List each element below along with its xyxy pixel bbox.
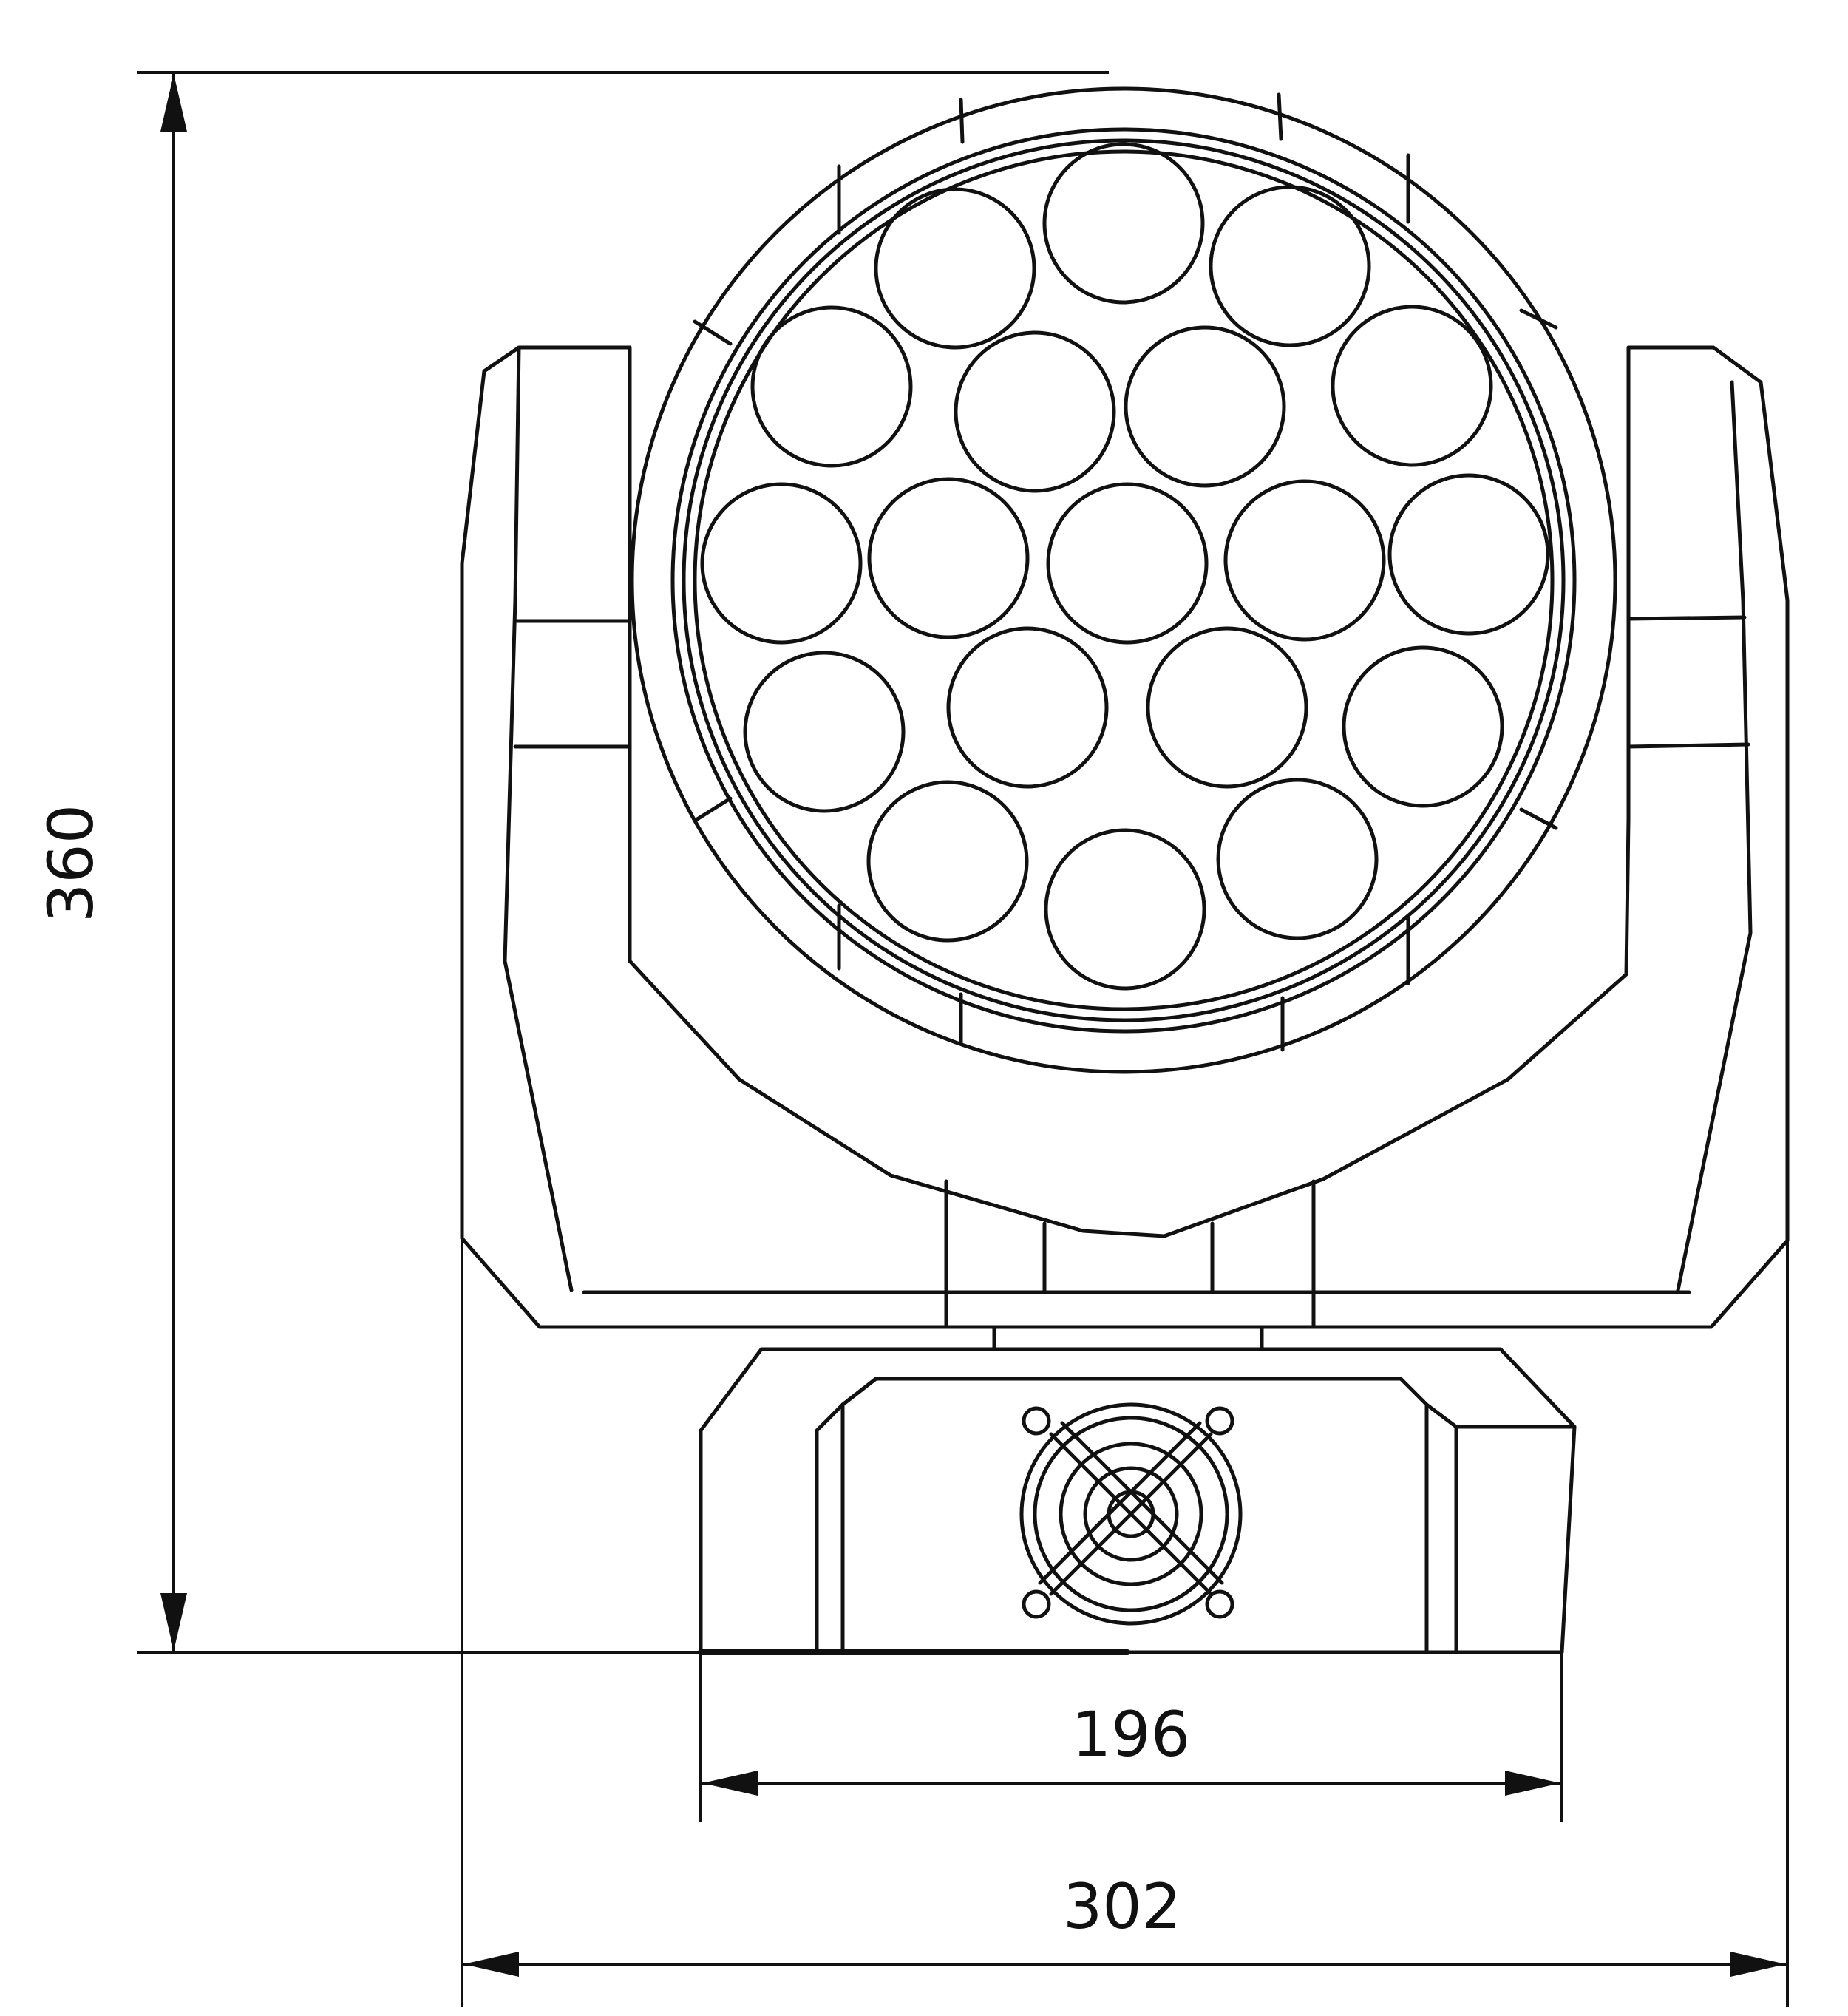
arrow-left-icon <box>702 1771 758 1796</box>
led-lens <box>743 651 906 813</box>
led-lens <box>1387 473 1550 636</box>
led-lens <box>954 330 1116 493</box>
height-dimension: 360 <box>35 71 1109 1654</box>
led-array <box>700 142 1550 991</box>
base <box>698 1325 1577 1655</box>
led-lens <box>1209 185 1371 347</box>
height-label: 360 <box>35 804 107 923</box>
overall-width-dimension: 302 <box>461 1238 1789 2007</box>
led-lens <box>700 482 863 645</box>
led-lens <box>1146 626 1308 789</box>
base-width-label: 196 <box>1072 1698 1190 1771</box>
yoke <box>460 345 1790 1329</box>
led-lens <box>1223 479 1386 642</box>
led-lens <box>1046 482 1209 645</box>
led-lens <box>1042 142 1205 305</box>
arrow-down-icon <box>160 1593 187 1651</box>
led-lens <box>1124 325 1286 488</box>
led-lens <box>866 780 1029 943</box>
arrow-right-icon <box>1730 1952 1786 1977</box>
led-lens <box>750 305 913 468</box>
fan-grille-icon <box>1019 1402 1243 1626</box>
led-lens <box>874 187 1036 350</box>
base-width-dimension: 196 <box>699 1652 1563 1822</box>
led-lens <box>1331 305 1493 467</box>
arrow-left-icon <box>463 1952 519 1977</box>
led-lens <box>867 477 1030 639</box>
overall-width-label: 302 <box>1063 1870 1181 1943</box>
led-lens <box>1216 778 1379 940</box>
led-lens <box>1342 645 1504 808</box>
arrow-up-icon <box>160 74 187 132</box>
arrow-right-icon <box>1505 1771 1560 1796</box>
head-housing <box>630 86 1617 1074</box>
led-lens <box>946 626 1109 789</box>
led-lens <box>1044 828 1206 991</box>
